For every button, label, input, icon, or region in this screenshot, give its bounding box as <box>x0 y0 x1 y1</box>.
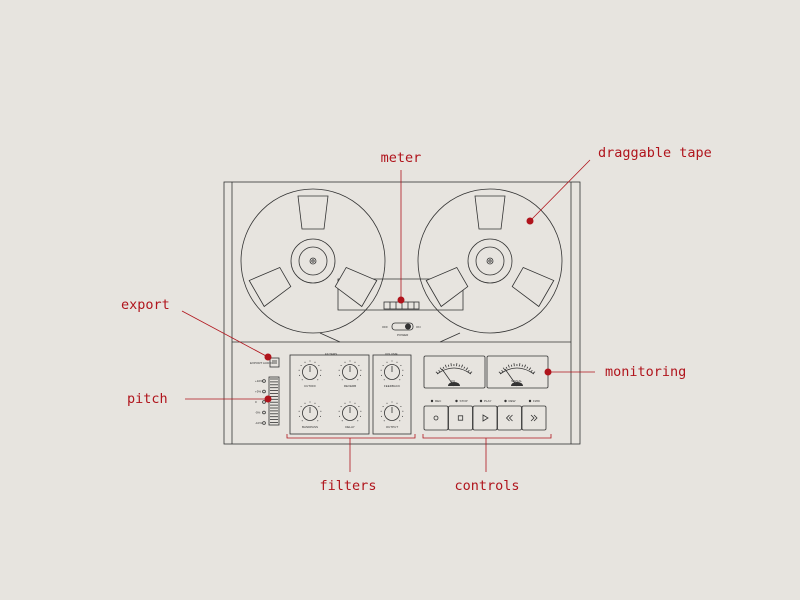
knob-bandpass-label: BANDPASS <box>302 425 318 429</box>
pitch-scale-label: -5% <box>255 411 261 415</box>
controls-callout: controls <box>454 478 519 494</box>
export-callout: export <box>121 297 170 313</box>
transport-label: REW <box>509 399 516 403</box>
transport-button-play[interactable]: PLAY <box>472 399 498 431</box>
draggable-tape-callout: draggable tape <box>598 145 712 161</box>
knob-bandpass[interactable]: BANDPASS <box>298 401 322 430</box>
filters-header: FILTERS <box>325 352 337 356</box>
pitch-scale-label: +5% <box>255 390 261 394</box>
monitoring-marker <box>544 368 552 376</box>
pitch-slider[interactable]: +10% +5% 0 -5% -10% <box>255 376 280 426</box>
export-marker <box>264 353 272 361</box>
power-off-label: OFF <box>382 325 388 329</box>
right-reel[interactable] <box>417 188 563 334</box>
tape-marker <box>526 217 534 225</box>
knob-reverb[interactable]: REVERB <box>338 360 362 389</box>
power-on-label: ON <box>416 325 421 329</box>
pitch-scale-label: +10% <box>255 379 263 383</box>
vu-meter-left-label: VU <box>451 379 455 383</box>
vu-meter-right-label: SIGNAL <box>511 379 522 383</box>
knob-feedback-label: FEEDBACK <box>384 384 400 388</box>
knob-delay[interactable]: DELAY <box>338 401 362 430</box>
knob-feedback[interactable]: FEEDBACK <box>380 360 404 389</box>
filters-panel: FILTERS <box>289 352 370 435</box>
transport-label: FWD <box>533 399 541 403</box>
meter-callout: meter <box>381 150 422 166</box>
knob-output-label: OUTPUT <box>386 425 399 429</box>
tape-recorder-device: OFF ON POWER <box>223 181 581 445</box>
transport-button-fwd[interactable]: FWD <box>521 399 547 431</box>
monitoring-callout: monitoring <box>605 364 686 380</box>
play-icon <box>482 414 489 422</box>
transport-button-stop[interactable]: STOP <box>448 399 473 431</box>
knob-cutoff[interactable]: CUTOFF <box>298 360 322 389</box>
power-switch[interactable]: OFF ON POWER <box>382 322 421 337</box>
transport-button-rec[interactable]: REC <box>423 399 449 431</box>
pitch-callout: pitch <box>127 391 168 407</box>
vu-meter-right: SIGNAL <box>486 355 549 389</box>
transport-label: PLAY <box>484 399 491 403</box>
volume-panel: VOLUME <box>372 352 412 435</box>
knob-reverb-label: REVERB <box>344 384 356 388</box>
vu-meter-left: VU <box>423 355 486 389</box>
device-body <box>223 181 581 445</box>
volume-header: VOLUME <box>385 352 398 356</box>
pitch-scale-label: 0 <box>255 400 257 404</box>
transport-label: STOP <box>460 399 468 403</box>
rewind-icon <box>505 414 513 422</box>
pitch-scale-label: -10% <box>255 421 262 425</box>
transport-label: REC <box>435 399 442 403</box>
left-reel[interactable] <box>240 188 386 334</box>
filters-callout: filters <box>320 478 377 494</box>
stop-icon <box>457 415 464 421</box>
knob-output[interactable]: OUTPUT <box>380 401 404 430</box>
power-label: POWER <box>397 333 409 337</box>
meter-marker <box>397 296 405 304</box>
record-icon <box>433 415 439 421</box>
export-label: EXPORT AUDIO <box>250 361 273 365</box>
knob-delay-label: DELAY <box>345 425 355 429</box>
transport-button-rew[interactable]: REW <box>497 399 522 431</box>
fast-forward-icon <box>530 414 538 422</box>
pitch-marker <box>264 395 272 403</box>
knob-cutoff-label: CUTOFF <box>304 384 316 388</box>
callouts: meter draggable tape export pitch monito… <box>121 145 712 494</box>
export-button[interactable]: EXPORT AUDIO <box>250 357 280 368</box>
